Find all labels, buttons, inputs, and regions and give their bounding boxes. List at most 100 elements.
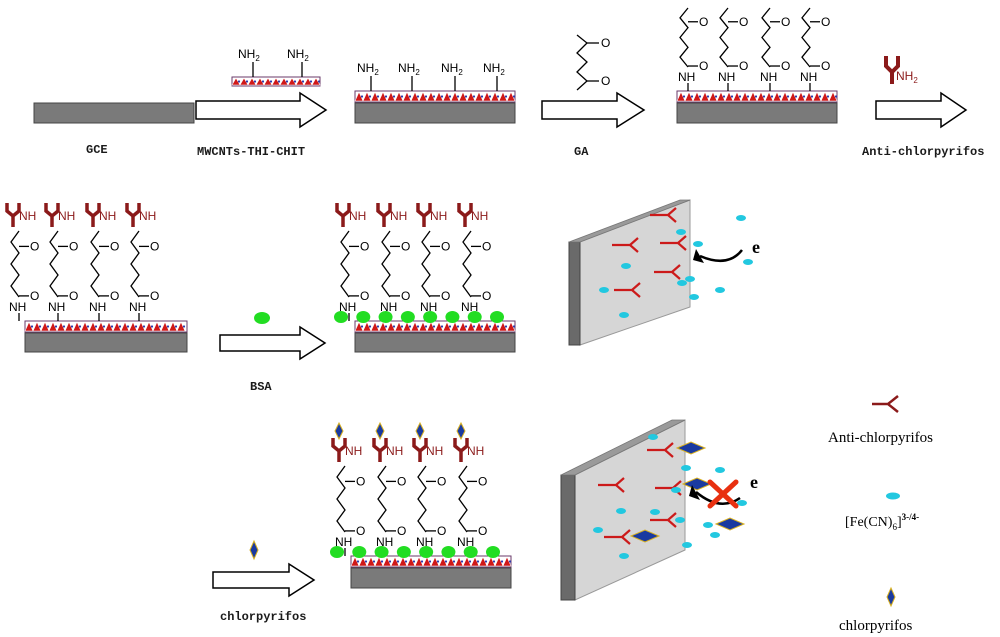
bsa-blocker	[419, 546, 434, 558]
o-text: O	[360, 239, 369, 253]
nh-text: NH	[335, 535, 352, 549]
redox-probe	[677, 280, 687, 286]
nh-text: NH	[461, 300, 478, 314]
legend-antibody-label: Anti-chlorpyrifos	[828, 430, 933, 446]
redox-probe	[737, 500, 747, 506]
nh2-text: NH2	[287, 47, 309, 63]
legend-analyte-label: chlorpyrifos	[839, 618, 912, 634]
redox-probe	[693, 241, 703, 247]
antibody-icon: NH	[335, 203, 366, 227]
anti-step-label: Anti-chlorpyrifos	[862, 145, 984, 159]
antibody-icon: NH	[125, 203, 156, 227]
bsa-blocker	[441, 546, 456, 558]
redox-probe	[648, 434, 658, 440]
antibody-icon: NH	[44, 203, 75, 227]
redox-probe	[676, 229, 686, 235]
bsa-particle	[254, 312, 270, 324]
nh-text: NH	[9, 300, 26, 314]
nh-text: NH	[58, 209, 75, 223]
amine-group: NH2	[238, 47, 260, 77]
bsa-blocker	[352, 546, 367, 558]
nh2-text: NH2	[483, 61, 505, 77]
antibody-icon: NH	[376, 203, 407, 227]
bsa-blocker	[423, 311, 438, 323]
o-text: O	[30, 289, 39, 303]
o-text: O	[356, 524, 365, 538]
redox-probe	[681, 465, 691, 471]
analyte-electrode	[350, 555, 512, 589]
redox-probe	[689, 294, 699, 300]
antibody-icon: NH	[416, 203, 447, 227]
o-text: O	[441, 239, 450, 253]
mwcnt-label: MWCNTs-THI-CHIT	[197, 145, 305, 159]
o-text: O	[739, 59, 748, 73]
bsa-blocker	[490, 311, 504, 323]
antibody-icon: NH	[372, 438, 403, 462]
step-arrow	[219, 325, 327, 361]
redox-probe	[715, 467, 725, 473]
nanotube-pattern	[231, 77, 321, 86]
surface-antibody	[614, 282, 641, 298]
o-text: O	[397, 524, 406, 538]
bsa-blocker	[334, 311, 348, 323]
nh-text: NH	[19, 209, 36, 223]
legend: Anti-chlorpyrifos [Fe(CN)6]3-/4- chlorpy…	[828, 395, 933, 634]
antibody-icon: NH	[453, 438, 484, 462]
bsa-blocker	[396, 546, 411, 558]
nanotube-pattern	[676, 91, 838, 102]
o-text: O	[150, 239, 159, 253]
redox-probe	[703, 522, 713, 528]
redox-probe	[619, 312, 629, 318]
electron-label: e	[750, 472, 758, 492]
nh-text: NH	[390, 209, 407, 223]
o-text: O	[441, 289, 450, 303]
o-text: O	[397, 474, 406, 488]
step-arrow	[541, 91, 646, 129]
electrode-surface-view	[568, 199, 691, 346]
o-text: O	[739, 15, 748, 29]
analyte-marker	[629, 529, 661, 543]
electron-transfer-arrow	[699, 249, 743, 263]
surface-antibody	[598, 477, 625, 493]
o-text: O	[699, 15, 708, 29]
surface-antibody	[612, 237, 639, 253]
blocked-cross-icon	[707, 479, 739, 509]
glutaraldehyde: O O	[576, 34, 610, 91]
antibody-electrode	[24, 320, 188, 353]
step-arrow	[195, 91, 328, 129]
analyte-marker	[375, 421, 385, 441]
nh-text: NH	[457, 535, 474, 549]
gce-label: GCE	[86, 143, 108, 157]
antibody-icon: NH	[5, 203, 36, 227]
o-text: O	[110, 289, 119, 303]
o-text: O	[821, 15, 830, 29]
nh-text: NH	[718, 70, 735, 84]
nanotube-pattern	[350, 556, 512, 567]
surface-antibody	[604, 529, 631, 545]
antibody-icon: NH	[457, 203, 488, 227]
redox-probe	[671, 487, 681, 493]
redox-probe	[736, 215, 746, 221]
nh-text: NH	[800, 70, 817, 84]
o-text: O	[150, 289, 159, 303]
electron-arrow-head	[689, 485, 700, 500]
redox-probe	[619, 553, 629, 559]
bsa-blocker	[356, 311, 371, 323]
analyte-marker	[334, 421, 344, 441]
ga-electrode	[676, 90, 838, 124]
surface-antibody	[654, 264, 681, 280]
surface-antibody	[650, 512, 677, 528]
nh-text: NH	[760, 70, 777, 84]
redox-probe	[682, 542, 692, 548]
redox-probe	[650, 509, 660, 515]
o-text: O	[401, 239, 410, 253]
